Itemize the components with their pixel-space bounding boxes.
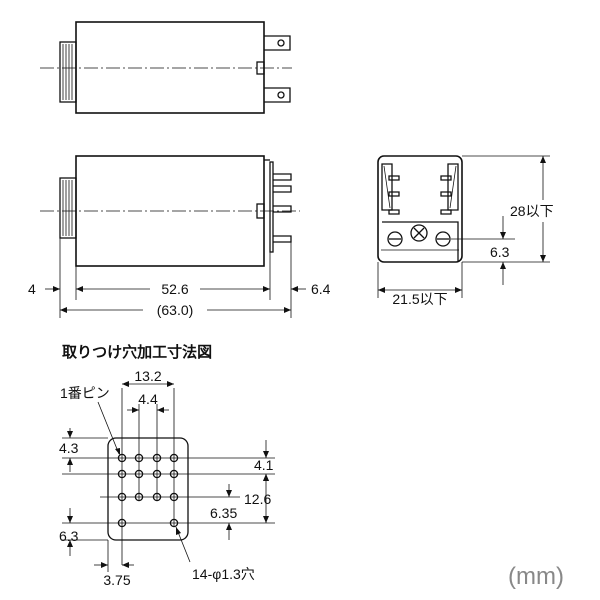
- end-view-terminals: [440, 175, 452, 215]
- top-view-terminal-hole: [277, 39, 285, 47]
- arrowhead: [263, 286, 270, 292]
- dim-bottom-offset: 6.3: [59, 528, 79, 544]
- hole-grid: [117, 453, 179, 528]
- hole: [169, 518, 179, 528]
- arrowhead: [67, 516, 73, 523]
- side-view-knob-ribs: [62, 180, 73, 236]
- hole: [117, 453, 127, 463]
- dim-mid-gap: 6.35: [210, 505, 237, 521]
- arrowhead: [226, 523, 232, 530]
- dim-pitch: 4.4: [138, 391, 158, 407]
- arrowhead: [76, 286, 83, 292]
- arrowhead: [540, 156, 546, 163]
- mounting-outline: [107, 437, 189, 541]
- hole: [117, 518, 127, 528]
- top-view-terminal-hole: [277, 91, 285, 99]
- end-view-clip-detail: [383, 165, 457, 209]
- screw-cross: [413, 227, 425, 239]
- top-view: [40, 21, 292, 114]
- end-view-terminals: [388, 175, 400, 215]
- hole: [152, 453, 162, 463]
- arrowhead: [500, 262, 506, 269]
- arrowhead: [263, 451, 269, 458]
- hole-callout: 14-φ1.3穴: [192, 566, 255, 582]
- dim-row-gap: 4.1: [254, 457, 274, 473]
- pin1-label: 1番ピン: [60, 385, 110, 401]
- dim-overall-length: (63.0): [157, 302, 194, 318]
- dim-terminal-length: 6.4: [311, 281, 331, 297]
- end-view-dimensions: 28以下 6.3 21.5以下: [377, 155, 554, 307]
- top-view-body: [75, 21, 265, 114]
- side-view-knob: [59, 177, 77, 239]
- arrowhead: [122, 562, 129, 568]
- hole: [117, 469, 127, 479]
- side-view-base: [269, 161, 274, 253]
- length-dimensions: 4 52.6 6.4 (63.0): [28, 238, 331, 318]
- hole: [169, 469, 179, 479]
- arrowhead: [455, 287, 462, 293]
- end-view-center-screw: [410, 224, 428, 242]
- arrowhead: [226, 490, 232, 497]
- arrowhead: [60, 307, 67, 313]
- dim-col-span: 12.6: [244, 491, 271, 507]
- arrowhead: [263, 516, 269, 523]
- mounting-hole-drawing: 13.2 4.4 1番ピン 4.3 4.1 12.6: [59, 368, 275, 588]
- arrowhead: [284, 307, 291, 313]
- hole: [134, 453, 144, 463]
- arrowhead: [176, 527, 181, 535]
- hole: [117, 492, 127, 502]
- arrowhead: [67, 431, 73, 438]
- hole: [169, 492, 179, 502]
- arrowhead: [378, 287, 385, 293]
- dim-body-length: 52.6: [161, 281, 188, 297]
- unit-label: (mm): [508, 563, 564, 590]
- arrowhead: [263, 474, 269, 481]
- mounting-extension-lines: [121, 388, 175, 565]
- end-view-body: [377, 155, 463, 263]
- arrowhead: [500, 232, 506, 239]
- dim-left-offset: 3.75: [103, 572, 130, 588]
- mounting-title: 取りつけ穴加工寸法図: [62, 343, 212, 361]
- end-view: [377, 155, 463, 263]
- side-view-body: [75, 155, 265, 267]
- top-view-knob-ribs: [62, 44, 73, 100]
- dim-width: 21.5以下: [392, 291, 447, 307]
- side-view: [40, 155, 300, 267]
- pin1-leader: [97, 401, 120, 455]
- arrowhead: [157, 407, 164, 413]
- arrowhead: [115, 448, 120, 455]
- hole: [169, 453, 179, 463]
- dim-row-span: 13.2: [134, 368, 161, 384]
- hole: [134, 492, 144, 502]
- dim-front-offset: 4: [28, 281, 36, 297]
- hole: [152, 492, 162, 502]
- end-view-base: [382, 221, 459, 262]
- mounting-extension-lines: [62, 457, 275, 524]
- end-view-screw-right: [435, 231, 451, 247]
- arrowhead: [101, 562, 108, 568]
- end-view-screw-left: [387, 231, 403, 247]
- arrowhead: [67, 458, 73, 465]
- dim-terminal-pitch: 6.3: [490, 244, 510, 260]
- top-view-knob: [59, 41, 77, 103]
- arrowhead: [53, 286, 60, 292]
- dim-height: 28以下: [510, 203, 554, 219]
- arrowhead: [291, 286, 298, 292]
- top-view-terminals: [264, 35, 291, 103]
- hole: [134, 469, 144, 479]
- hole: [152, 469, 162, 479]
- arrowhead: [167, 381, 174, 387]
- arrowhead: [540, 255, 546, 262]
- arrowhead: [122, 381, 129, 387]
- side-view-terminals: [273, 173, 292, 243]
- arrowhead: [67, 540, 73, 547]
- end-view-clip-right: [447, 163, 459, 211]
- arrowhead: [132, 407, 139, 413]
- dim-top-offset: 4.3: [59, 440, 79, 456]
